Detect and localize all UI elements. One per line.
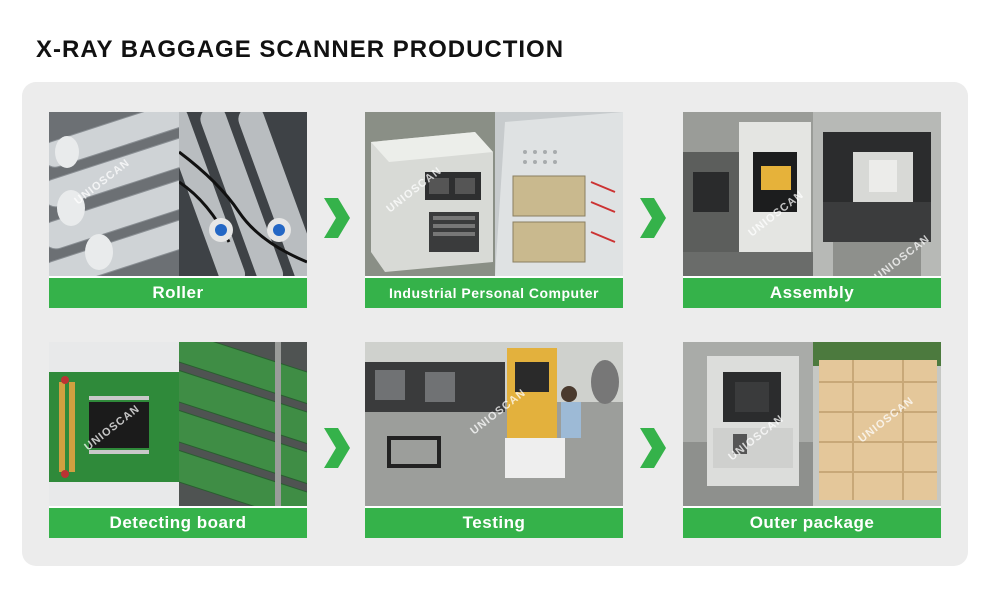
process-panel: UNIOSCAN (22, 82, 968, 566)
roller-photo-2 (179, 112, 307, 276)
step-label: Roller (49, 278, 307, 308)
step-card-assembly: UNIOSCAN UNIOSCAN Assembly (683, 112, 941, 308)
chevron-right-icon (322, 196, 352, 240)
outer-package-photo-2: UNIOSCAN (813, 342, 941, 506)
step-card-testing: UNIOSCAN Testing (365, 342, 623, 538)
step-card-roller: UNIOSCAN (49, 112, 307, 308)
industrial-pc-photo-1: UNIOSCAN (365, 112, 495, 276)
page-title: X-RAY BAGGAGE SCANNER PRODUCTION (36, 36, 565, 63)
assembly-photo-1: UNIOSCAN (683, 112, 813, 276)
step-label: Testing (365, 508, 623, 538)
step-label: Assembly (683, 278, 941, 308)
step-label: Outer package (683, 508, 941, 538)
outer-package-photo-1: UNIOSCAN (683, 342, 813, 506)
testing-photo: UNIOSCAN (365, 342, 623, 506)
assembly-photo-2: UNIOSCAN (813, 112, 941, 276)
detecting-board-photo-1: UNIOSCAN (49, 342, 179, 506)
detecting-board-photo-2 (179, 342, 307, 506)
step-label: Industrial Personal Computer (365, 278, 623, 308)
chevron-right-icon (638, 196, 668, 240)
chevron-right-icon (638, 426, 668, 470)
step-label: Detecting board (49, 508, 307, 538)
industrial-pc-photo-2 (495, 112, 623, 276)
step-card-industrial-pc: UNIOSCAN Industrial Personal Computer (365, 112, 623, 308)
step-card-detecting-board: UNIOSCAN Detecting board (49, 342, 307, 538)
step-card-outer-package: UNIOSCAN UNIOSCAN Outer package (683, 342, 941, 538)
chevron-right-icon (322, 426, 352, 470)
roller-photo-1: UNIOSCAN (49, 112, 179, 276)
